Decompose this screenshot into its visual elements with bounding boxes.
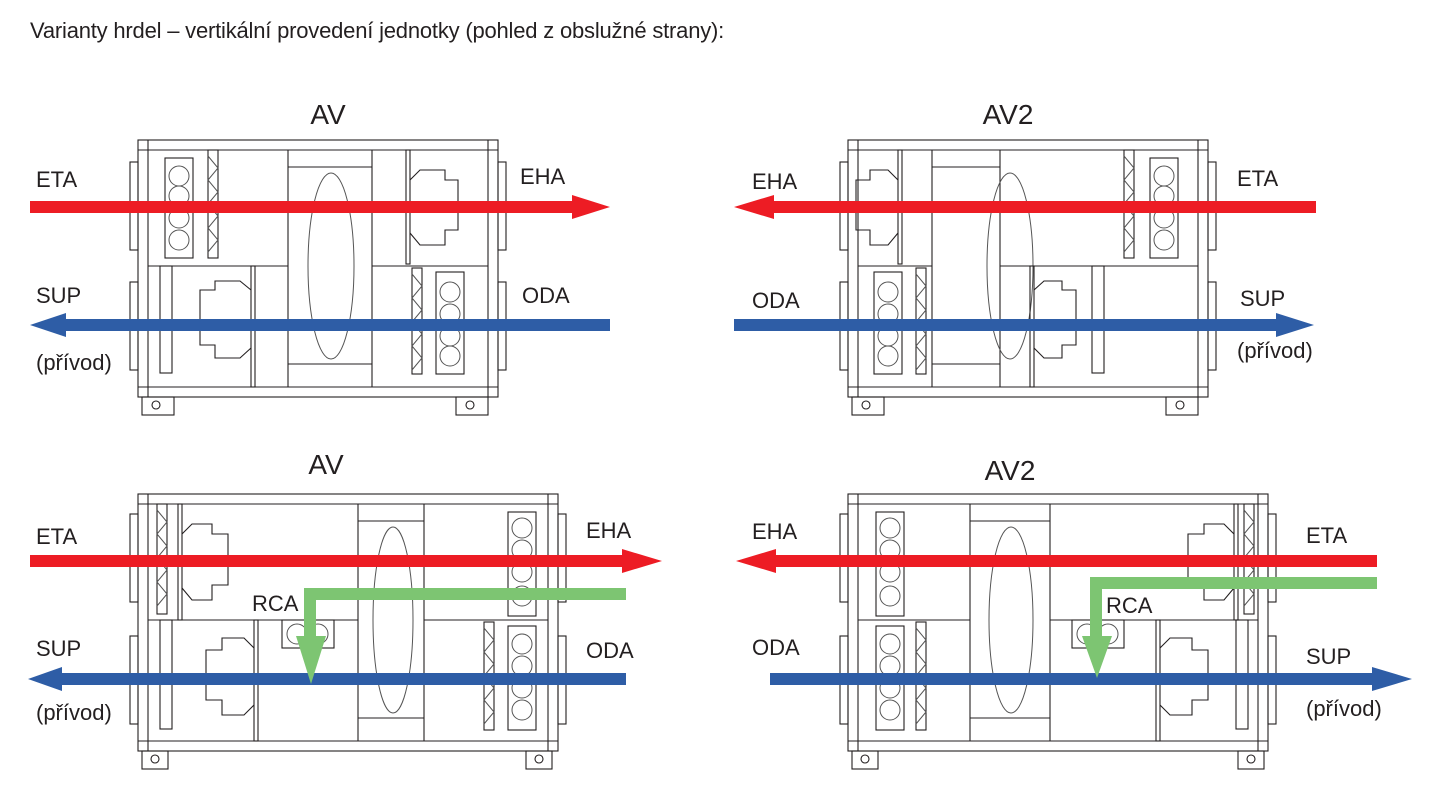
extract-air-arrow xyxy=(736,549,1377,573)
port-label-bottom-right: SUP xyxy=(1240,286,1285,311)
variant-av2-recirculation: AV2 xyxy=(736,455,1412,770)
variant-av: AV xyxy=(30,99,610,416)
port-label-top-left: EHA xyxy=(752,169,798,194)
port-label-bottom-left: ODA xyxy=(752,288,800,313)
unit-casing xyxy=(839,139,1217,416)
port-label-top-left: EHA xyxy=(752,519,798,544)
port-label-top-right: ETA xyxy=(1306,523,1347,548)
port-label-top-right: ETA xyxy=(1237,166,1278,191)
extract-air-arrow xyxy=(30,549,662,573)
variant-title: AV xyxy=(310,99,346,130)
recirculation-label: RCA xyxy=(252,591,299,616)
port-note: (přívod) xyxy=(36,700,112,725)
page-title: Varianty hrdel – vertikální provedení je… xyxy=(30,18,725,43)
port-label-bottom-left: ODA xyxy=(752,635,800,660)
port-label-bottom-left: SUP xyxy=(36,636,81,661)
port-note: (přívod) xyxy=(36,350,112,375)
recirculation-air-arrow xyxy=(296,588,626,684)
recirculation-air-arrow xyxy=(1082,577,1377,678)
port-label-top-right: EHA xyxy=(520,164,566,189)
port-label-top-left: ETA xyxy=(36,167,77,192)
port-label-bottom-right: ODA xyxy=(586,638,634,663)
port-label-top-right: EHA xyxy=(586,518,632,543)
variant-title: AV2 xyxy=(983,99,1034,130)
unit-casing xyxy=(129,493,567,770)
supply-air-arrow xyxy=(770,667,1412,691)
extract-air-arrow xyxy=(734,195,1316,219)
port-note: (přívod) xyxy=(1237,338,1313,363)
variant-title: AV2 xyxy=(985,455,1036,486)
extract-air-arrow xyxy=(30,195,610,219)
supply-air-arrow xyxy=(28,667,626,691)
port-label-top-left: ETA xyxy=(36,524,77,549)
variant-av2: AV2 xyxy=(734,99,1316,416)
supply-air-arrow xyxy=(30,313,610,337)
port-note: (přívod) xyxy=(1306,696,1382,721)
recirculation-label: RCA xyxy=(1106,593,1153,618)
unit-casing xyxy=(839,493,1277,770)
unit-casing xyxy=(129,139,507,416)
variant-av-recirculation: AV xyxy=(28,449,662,770)
port-label-bottom-right: ODA xyxy=(522,283,570,308)
port-label-bottom-left: SUP xyxy=(36,283,81,308)
port-label-bottom-right: SUP xyxy=(1306,644,1351,669)
variant-title: AV xyxy=(308,449,344,480)
supply-air-arrow xyxy=(734,313,1314,337)
